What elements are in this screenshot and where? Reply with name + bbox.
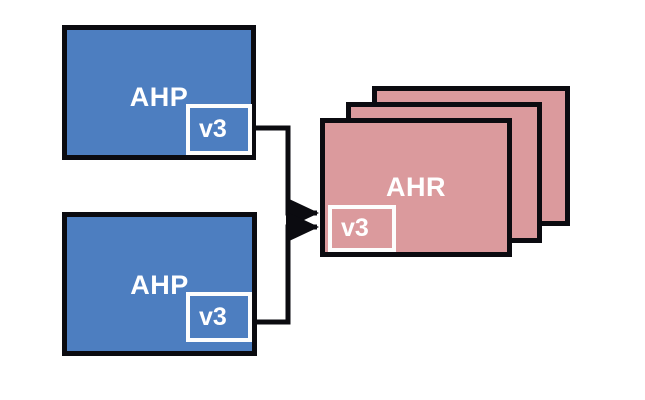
ahp-bottom-node[interactable] [62,212,257,356]
connector-ahp-bottom-to-ahr[interactable] [252,211,320,325]
ahr-stack-layer-front[interactable] [320,118,512,257]
ahr-version-box[interactable]: v3 [328,205,396,252]
ahp-top-node-label: AHP [129,82,189,112]
connector-ahp-top-to-ahr[interactable] [252,125,320,229]
ahp-bottom-version-label: v3 [199,302,227,331]
ahr-node-label: AHR [386,172,446,202]
ahr-version-label: v3 [341,214,369,242]
ahp-bottom-node-label: AHP [130,270,189,300]
ahp-top-version-label: v3 [199,115,227,143]
ahp-top-node[interactable] [62,25,256,160]
ahp-top-version-box[interactable]: v3 [186,104,252,155]
ahp-bottom-version-box[interactable]: v3 [186,292,252,342]
